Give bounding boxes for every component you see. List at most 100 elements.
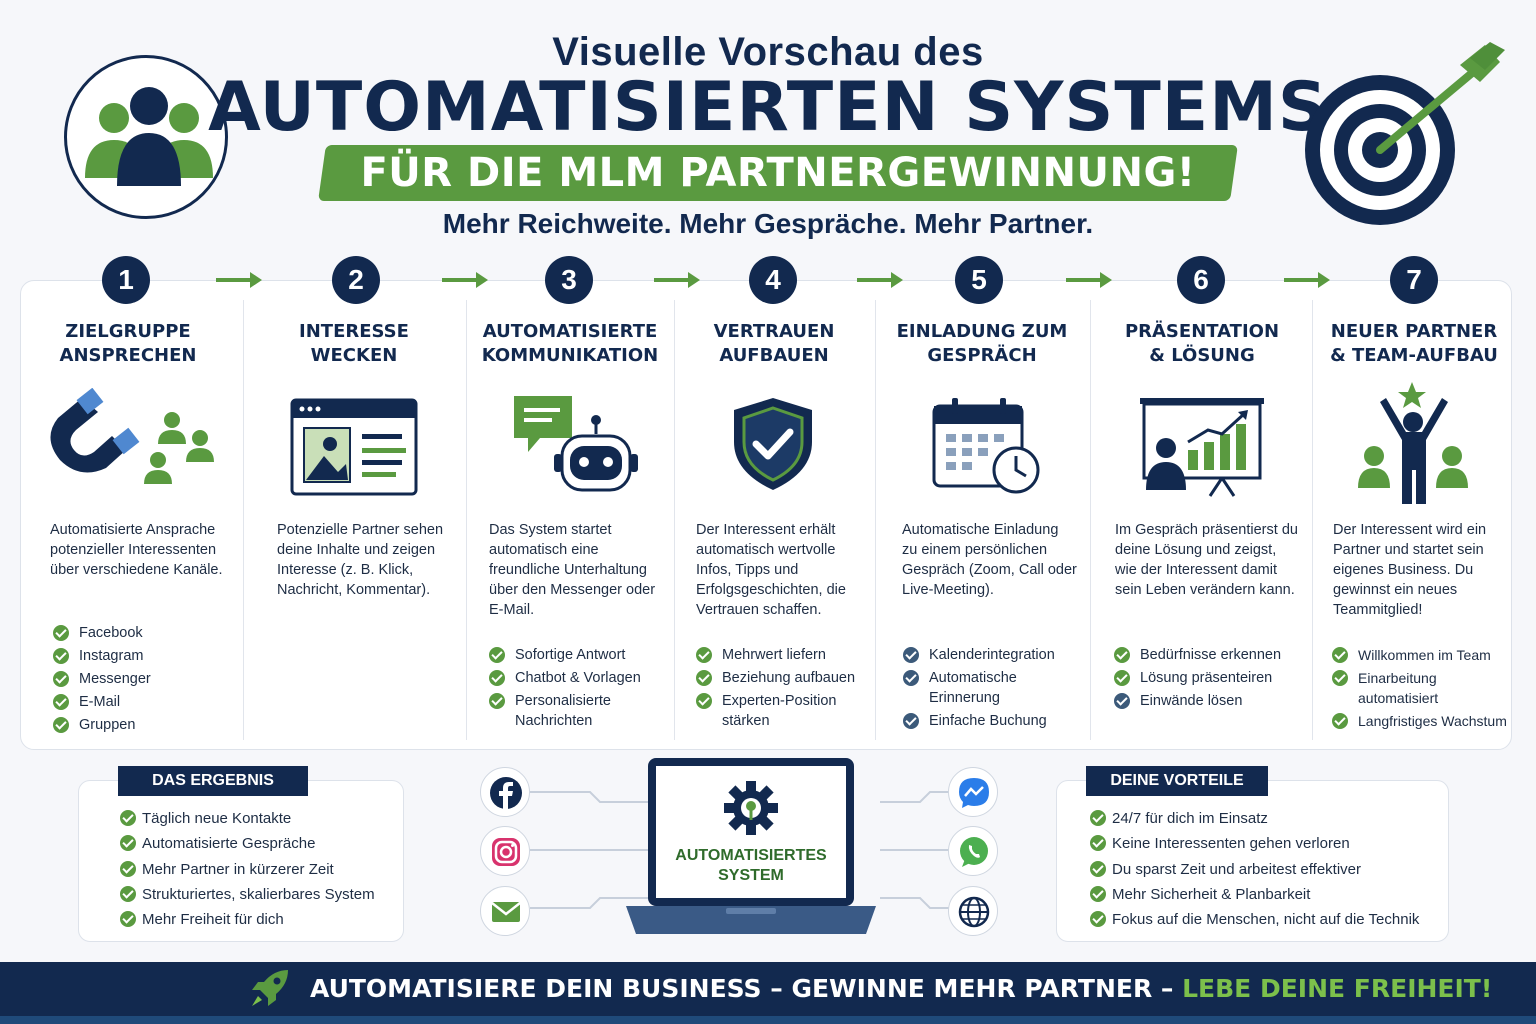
check-icon <box>1114 647 1130 663</box>
list-item: Einfache Buchung <box>903 711 1083 731</box>
list-item: Fokus auf die Menschen, nicht auf die Te… <box>1090 909 1445 931</box>
step-checklist: Bedürfnisse erkennen Lösung präsenteiren… <box>1114 645 1304 714</box>
list-item: Mehrwert liefern <box>696 645 871 665</box>
check-icon <box>53 648 69 664</box>
step-description: Der Interessent erhält automatisch wertv… <box>696 522 846 618</box>
list-item: Kalenderintegration <box>903 645 1083 665</box>
whatsapp-icon <box>948 826 998 876</box>
magnet-icon <box>50 388 214 484</box>
footer-slogan: AUTOMATISIERE DEIN BUSINESS – GEWINNE ME… <box>310 974 1493 1003</box>
check-icon <box>53 694 69 710</box>
footer-bar <box>0 962 1536 1024</box>
check-icon <box>120 835 136 852</box>
list-item: Mehr Partner in kürzerer Zeit <box>120 859 400 881</box>
step-divider <box>466 300 467 740</box>
list-item: Messenger <box>53 669 233 689</box>
step-title: NEUER PARTNER& TEAM-AUFBAU <box>1330 321 1498 366</box>
connector-lines-right <box>880 791 950 909</box>
benefits-panel <box>1056 780 1449 942</box>
check-icon <box>489 647 505 663</box>
step-number: 1 <box>102 256 150 304</box>
list-item: Keine Interessenten gehen verloren <box>1090 833 1445 855</box>
check-icon <box>120 911 136 928</box>
footer-strip <box>0 1016 1536 1024</box>
list-item: Beziehung aufbauen <box>696 668 871 688</box>
check-icon <box>1332 713 1348 729</box>
list-item: Langfristiges Wachstum <box>1332 711 1510 731</box>
step-number: 5 <box>955 256 1003 304</box>
step-checklist: Kalenderintegration Automatische Erinner… <box>903 645 1083 734</box>
list-item: Einwände lösen <box>1114 691 1304 711</box>
step-divider <box>243 300 244 740</box>
check-icon <box>1090 885 1106 902</box>
list-item: Lösung präsenteiren <box>1114 668 1304 688</box>
arrow-right-icon <box>1284 272 1330 288</box>
instagram-icon <box>480 826 530 876</box>
list-item: Experten-Position stärken <box>696 691 871 731</box>
step-number: 6 <box>1177 256 1225 304</box>
arrow-right-icon <box>1066 272 1112 288</box>
check-icon <box>120 860 136 877</box>
step-divider <box>674 300 675 740</box>
connector-lines-left <box>530 791 650 909</box>
arrow-right-icon <box>857 272 903 288</box>
check-icon <box>903 647 919 663</box>
list-item: Einarbeitung automatisiert <box>1332 668 1510 708</box>
check-icon <box>696 670 712 686</box>
step-description: Automatisierte Ansprache potenzieller In… <box>50 522 223 578</box>
list-item: Bedürfnisse erkennen <box>1114 645 1304 665</box>
new-partner-icon <box>1358 382 1468 504</box>
check-icon <box>1114 670 1130 686</box>
list-item: E-Mail <box>53 692 233 712</box>
step-divider <box>1312 300 1313 740</box>
step-description: Automatische Einladung zu einem persönli… <box>902 522 1077 598</box>
step-divider <box>1090 300 1091 740</box>
check-icon <box>696 647 712 663</box>
check-icon <box>1090 835 1106 852</box>
step-divider <box>875 300 876 740</box>
facebook-icon <box>480 767 530 817</box>
arrow-right-icon <box>216 272 262 288</box>
list-item: Sofortige Antwort <box>489 645 664 665</box>
list-item: Willkommen im Team <box>1332 645 1510 665</box>
list-item: Automatische Erinnerung <box>903 668 1083 708</box>
step-description: Im Gespräch präsentierst du deine Lösung… <box>1115 522 1298 598</box>
step-number: 2 <box>332 256 380 304</box>
step-number: 3 <box>545 256 593 304</box>
list-item: Instagram <box>53 646 233 666</box>
list-item: Gruppen <box>53 715 233 735</box>
list-item: Mehr Sicherheit & Planbarkeit <box>1090 884 1445 906</box>
step-checklist: Willkommen im Team Einarbeitung automati… <box>1332 645 1510 734</box>
list-item: Facebook <box>53 623 233 643</box>
step-number: 7 <box>1390 256 1438 304</box>
step-title: PRÄSENTATION& LÖSUNG <box>1124 321 1280 366</box>
tagline: Mehr Reichweite. Mehr Gespräche. Mehr Pa… <box>442 208 1094 239</box>
check-icon <box>1090 860 1106 877</box>
chatbot-icon <box>514 396 638 492</box>
result-list: Täglich neue Kontakte Automatisierte Ges… <box>120 808 400 934</box>
messenger-icon <box>948 767 998 817</box>
step-number: 4 <box>749 256 797 304</box>
footer-highlight: LEBE DEINE FREIHEIT! <box>1182 974 1493 1003</box>
presentation-board-icon <box>1140 398 1264 497</box>
calendar-clock-icon <box>932 398 1040 494</box>
people-group-icon <box>64 55 228 219</box>
benefits-heading: DEINE VORTEILE <box>1086 766 1268 796</box>
check-icon <box>1114 693 1130 709</box>
target-icon <box>1300 40 1510 230</box>
check-icon <box>903 713 919 729</box>
step-description: Der Interessent wird ein Partner und sta… <box>1333 522 1487 618</box>
check-icon <box>489 693 505 709</box>
step-description: Potenzielle Partner sehen deine Inhalte … <box>277 522 444 598</box>
list-item: Strukturiertes, skalierbares System <box>120 884 400 906</box>
list-item: 24/7 für dich im Einsatz <box>1090 808 1445 830</box>
list-item: Du sparst Zeit und arbeitest effektiver <box>1090 859 1445 881</box>
laptop-icon <box>626 758 876 934</box>
list-item: Automatisierte Gespräche <box>120 833 400 855</box>
step-checklist: Facebook Instagram Messenger E-Mail Grup… <box>53 623 233 738</box>
check-icon <box>489 670 505 686</box>
